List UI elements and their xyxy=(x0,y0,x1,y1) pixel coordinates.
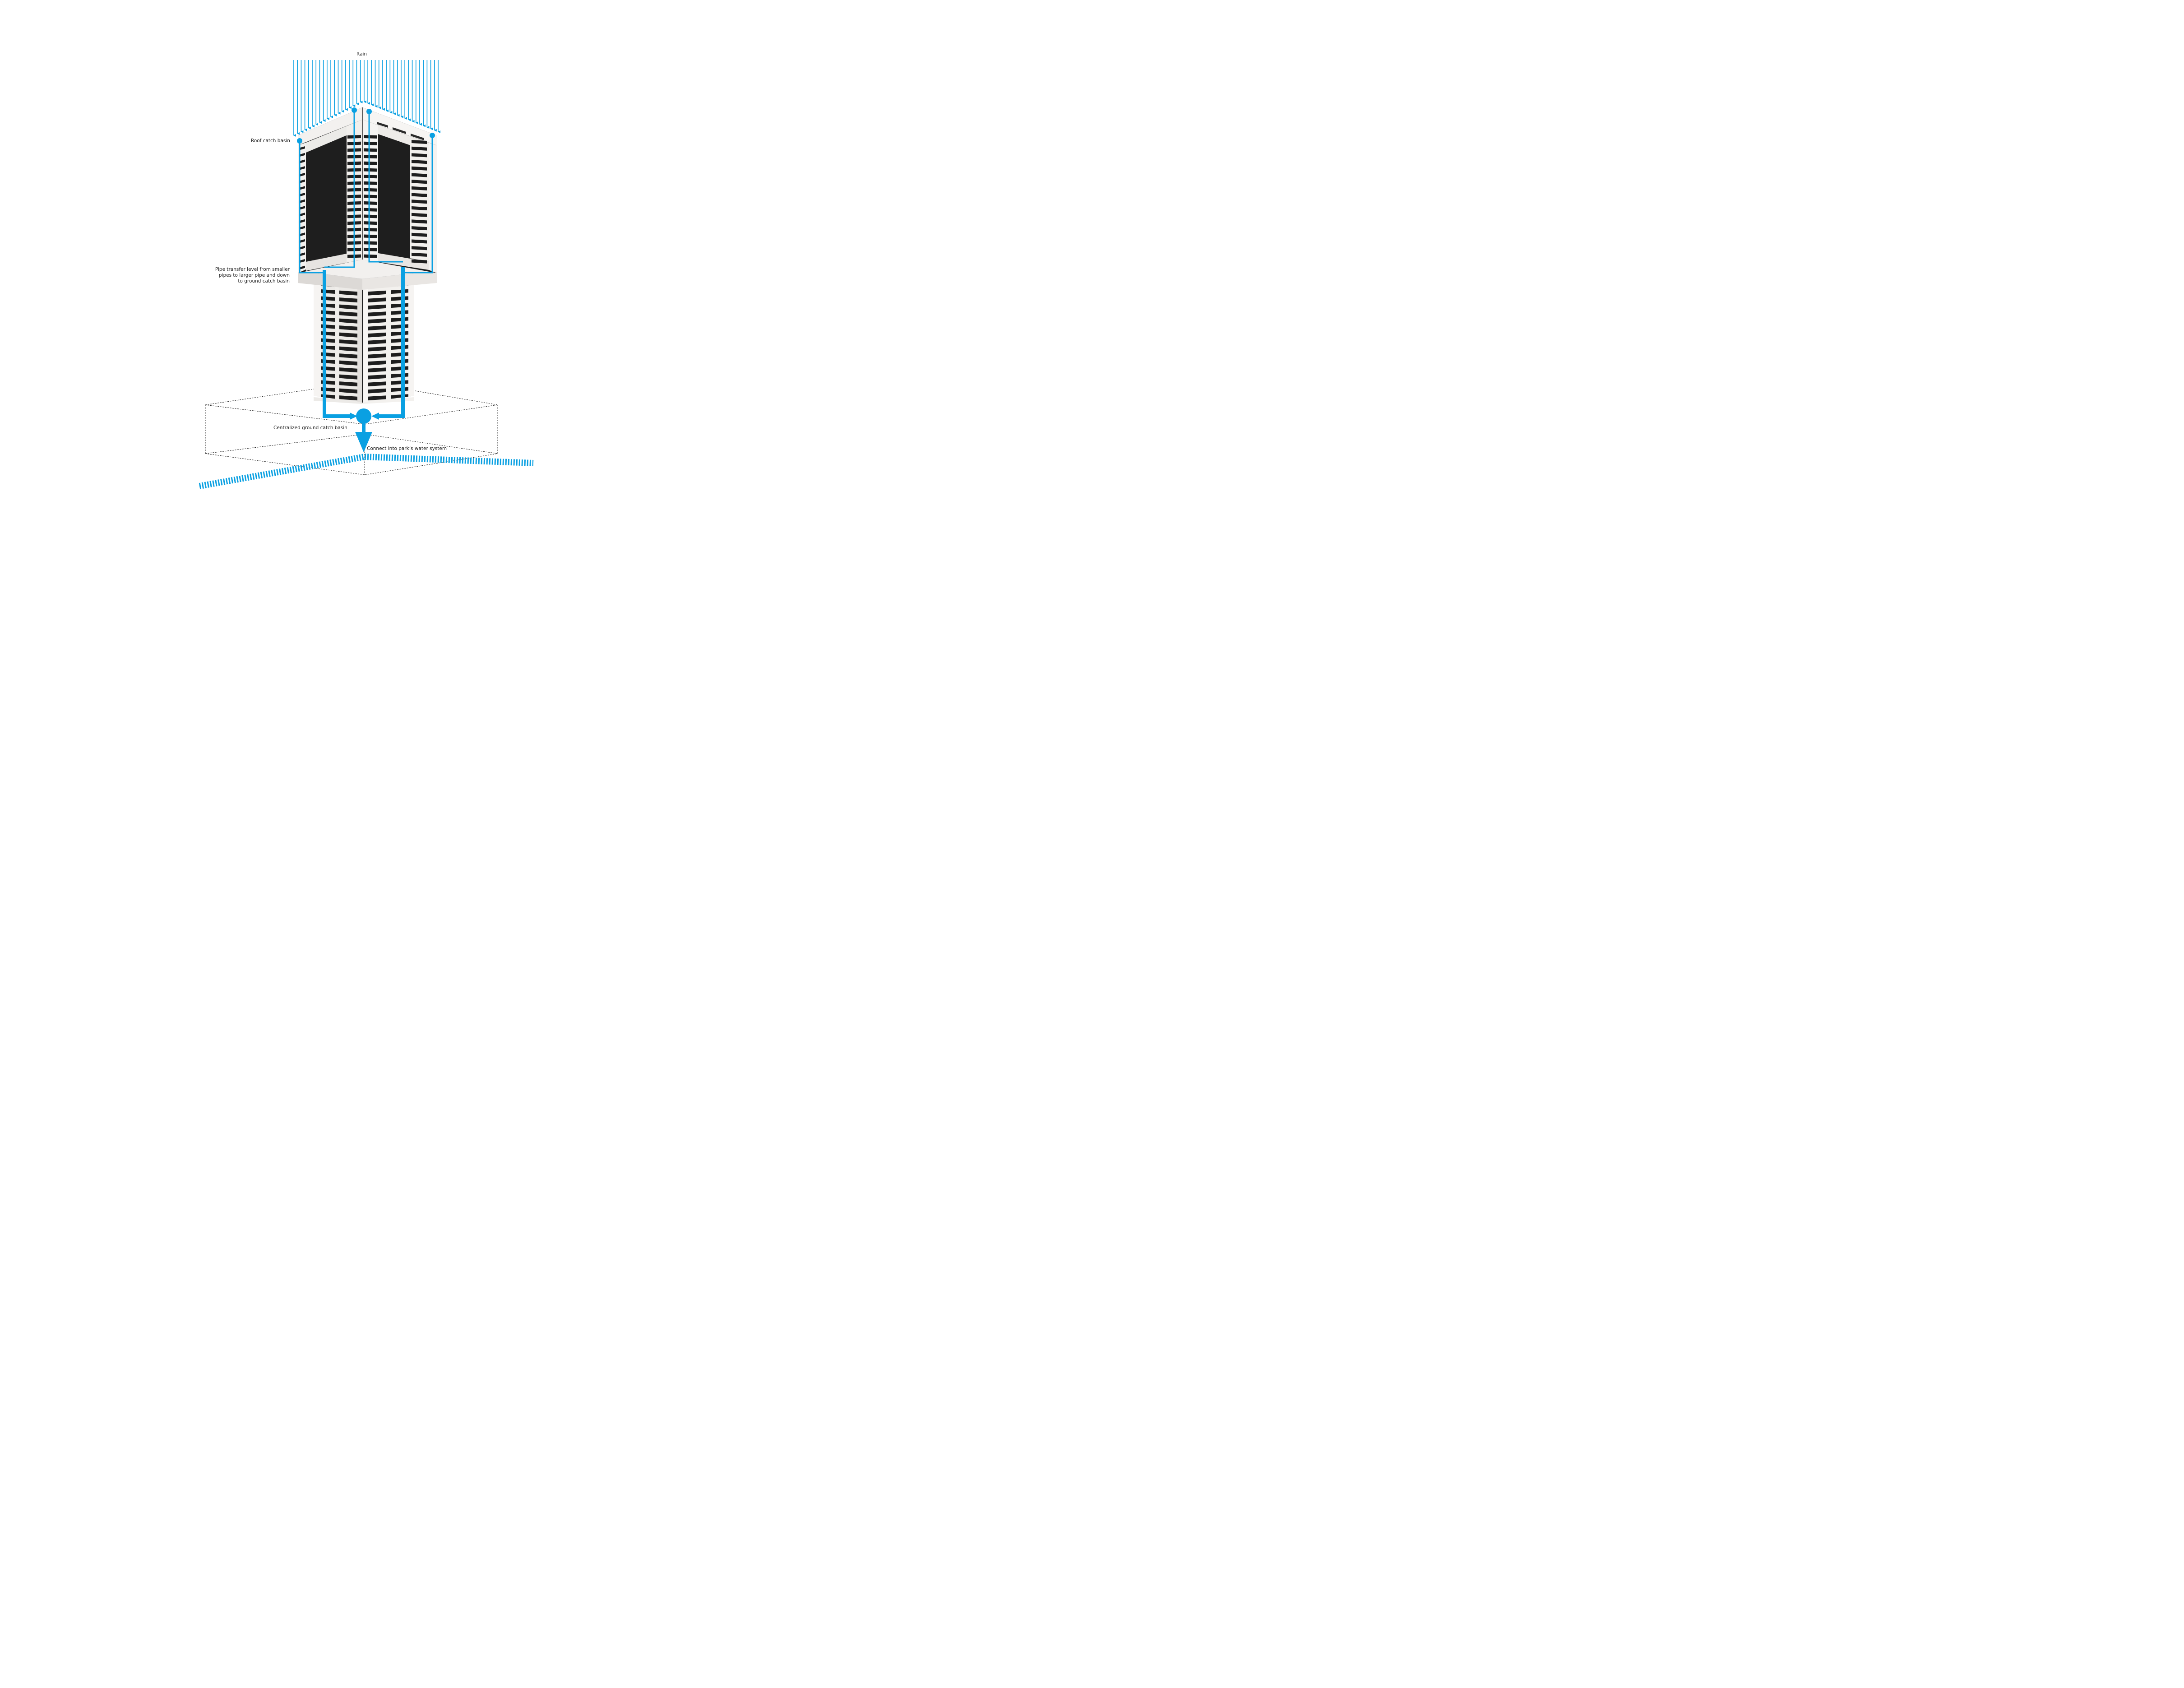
pipe-transfer-label-line2: pipes to larger pipe and down xyxy=(208,273,290,278)
pipe-transfer-label-line3: to ground catch basin xyxy=(208,278,290,284)
pipe-transfer-label-line1: Pipe transfer level from smaller xyxy=(208,267,290,273)
pipe-transfer-label: Pipe transfer level from smaller pipes t… xyxy=(208,267,290,284)
roof-catch-basin-label: Roof catch basin xyxy=(251,138,290,144)
rain-label: Rain xyxy=(356,51,367,57)
ground-catch-basin-label: Centralized ground catch basin xyxy=(273,425,347,431)
park-water-system-label: Connect into park’s water system xyxy=(367,446,447,452)
rainwater-collection-diagram: Rain Roof catch basin Pipe transfer leve… xyxy=(0,0,704,544)
